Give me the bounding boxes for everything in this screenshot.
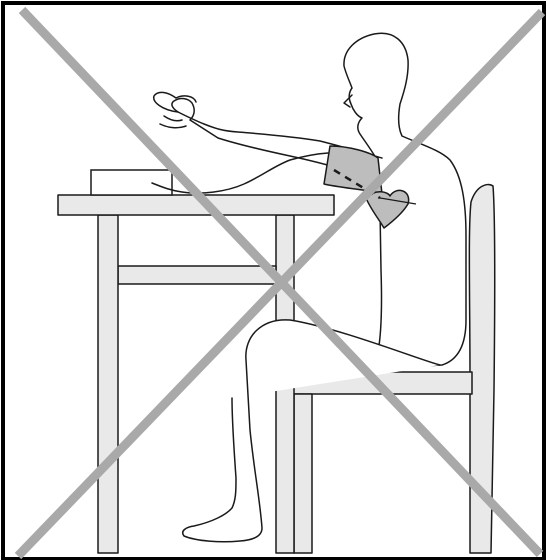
bp-monitor-box (91, 170, 172, 195)
chair-front-leg (294, 394, 312, 553)
table-crossbar (118, 266, 276, 284)
table-front-leg (98, 215, 118, 553)
